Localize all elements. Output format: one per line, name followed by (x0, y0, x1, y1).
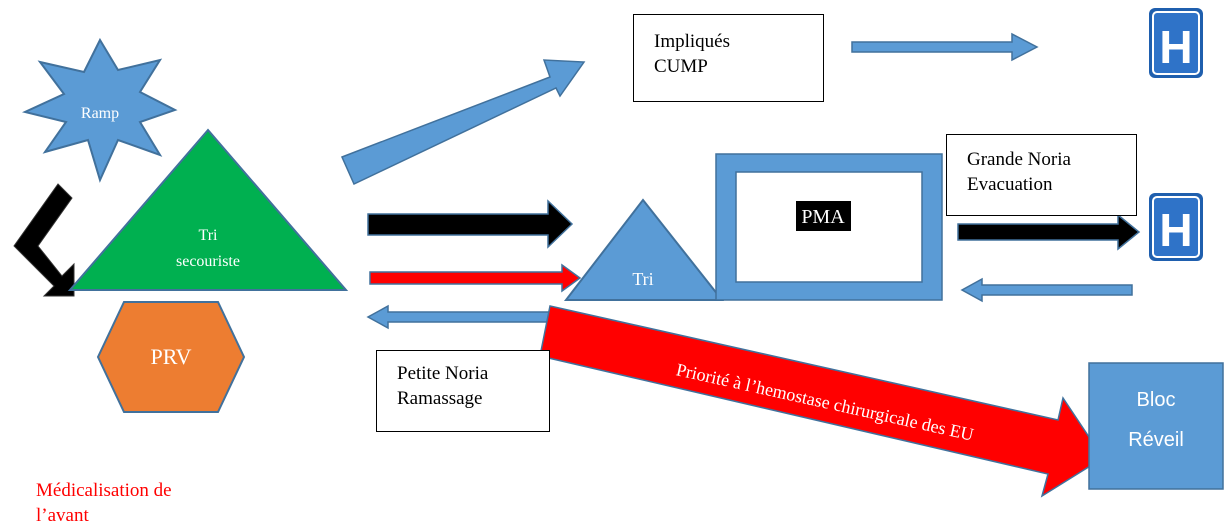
grande-noria-box: Grande Noria Evacuation (946, 134, 1137, 216)
tri-secouriste-triangle (67, 128, 349, 291)
red-arrow-to-tri (369, 263, 582, 293)
svg-text:H: H (1159, 204, 1192, 256)
black-arrow-grande-noria (957, 213, 1141, 251)
medicalisation-line2: l’avant (36, 505, 89, 526)
bloc-label-line2: Réveil (1128, 429, 1184, 451)
tri-label: Tri (632, 269, 653, 289)
medicalisation-line1: Médicalisation de (36, 480, 172, 501)
tri-triangle (563, 198, 725, 301)
impliques-line1: Impliqués (654, 31, 730, 52)
diagonal-blue-arrow (340, 59, 586, 186)
red-priority-arrow (539, 305, 1105, 498)
tri-secouriste-line2: secouriste (176, 253, 240, 270)
bloc-label-line1: Bloc (1137, 389, 1176, 411)
petite-noria-line2: Ramassage (397, 388, 483, 409)
petite-noria-line1: Petite Noria (397, 363, 489, 384)
pma-frame (715, 153, 943, 301)
grande-noria-line1: Grande Noria (967, 149, 1071, 170)
impliques-line2: CUMP (654, 56, 708, 77)
black-arrow-to-tri (367, 199, 574, 249)
medicalisation-note: Médicalisation de l’avant (36, 478, 172, 528)
prv-label: PRV (150, 344, 191, 369)
tri-secouriste-line1: Tri (199, 227, 219, 244)
pma-label: PMA (801, 206, 845, 228)
black-bent-arrow (13, 183, 75, 297)
hospital-h-icon: H (1149, 8, 1203, 78)
pma-label-bg (796, 201, 851, 231)
ramp-label: Ramp (81, 105, 119, 122)
svg-text:H: H (1159, 21, 1192, 73)
impliques-box: Impliqués CUMP (633, 14, 824, 102)
blue-arrow-return (960, 277, 1133, 303)
prv-hexagon (96, 301, 246, 413)
ramp-star (21, 37, 178, 183)
grande-noria-line2: Evacuation (967, 174, 1053, 195)
hospital-h-icon: H (1149, 193, 1203, 261)
bloc-reveil-box (1088, 362, 1224, 490)
blue-arrow-to-hospital-top (851, 32, 1039, 62)
petite-noria-box: Petite Noria Ramassage (376, 350, 550, 432)
blue-arrow-petite-noria (366, 304, 556, 330)
